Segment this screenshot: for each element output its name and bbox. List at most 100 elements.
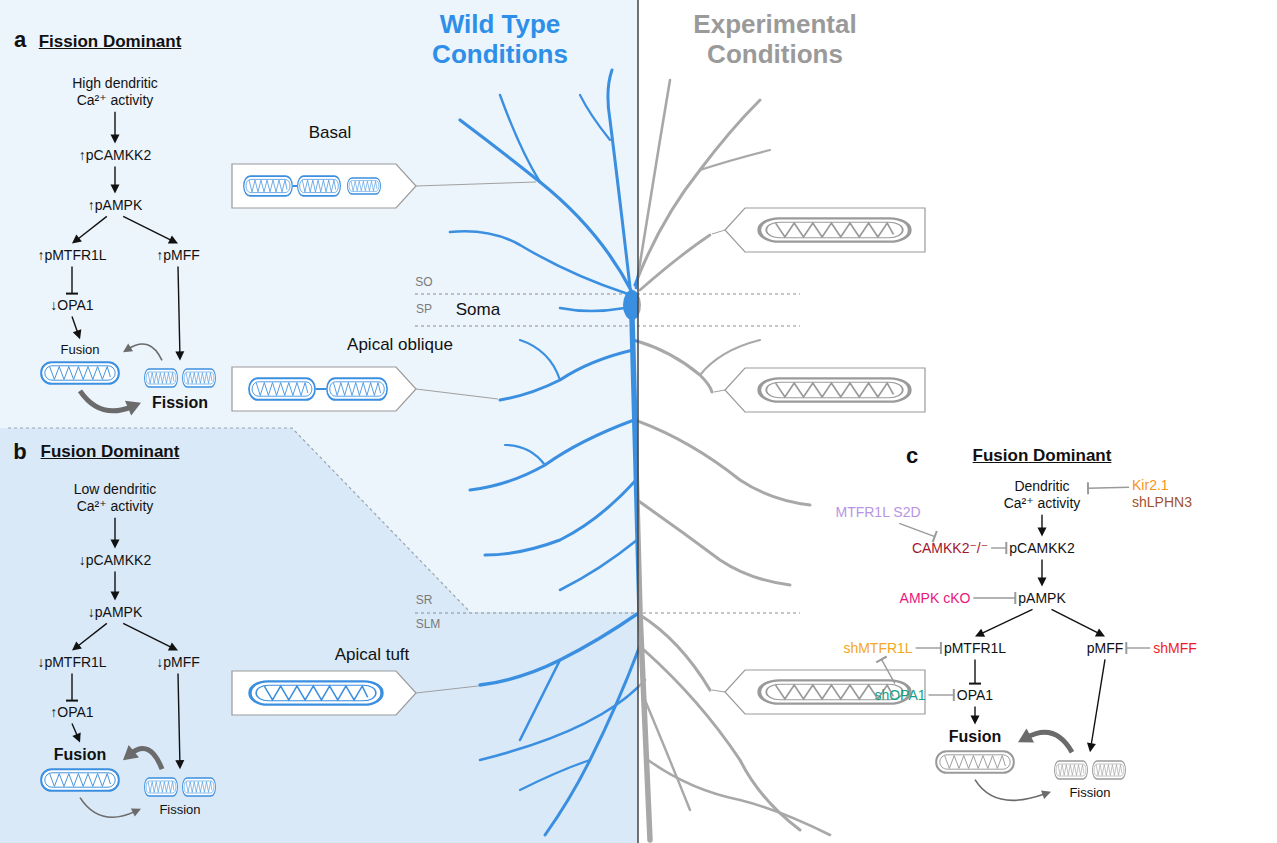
connector-line bbox=[71, 673, 72, 700]
connector bbox=[111, 571, 120, 600]
connector-line bbox=[114, 571, 115, 594]
node-text: MTFR1L S2D bbox=[835, 504, 920, 521]
node-text: ↑OPA1 bbox=[50, 704, 93, 721]
arrowhead bbox=[1095, 629, 1105, 637]
connector bbox=[1018, 728, 1072, 752]
connector-line bbox=[1041, 559, 1042, 580]
mitochondria-icon bbox=[1054, 757, 1126, 783]
inhibition-bar bbox=[940, 642, 942, 654]
node-text: Fusion bbox=[40, 342, 120, 358]
pathway-node: Fission bbox=[144, 363, 216, 412]
connector bbox=[971, 706, 980, 724]
node-text: Fission bbox=[144, 802, 216, 818]
connector bbox=[72, 723, 81, 742]
connector-line bbox=[80, 391, 132, 411]
mitochondrion bbox=[145, 369, 178, 387]
arrowhead bbox=[168, 643, 178, 651]
pathway-node: pMTFR1L bbox=[944, 640, 1006, 657]
mitochondria-icon bbox=[40, 767, 120, 793]
connector-line bbox=[981, 609, 1033, 634]
arrowhead bbox=[125, 401, 141, 416]
pathway-node: Fusion bbox=[40, 745, 120, 794]
mitochondria-callouts bbox=[232, 164, 925, 715]
pathway-node: ↑pMFF bbox=[156, 247, 200, 264]
connector bbox=[929, 689, 954, 701]
pathway-node: Fusion bbox=[935, 727, 1015, 776]
condition-heading: Experimental Conditions bbox=[673, 10, 878, 70]
connector-line bbox=[973, 597, 1015, 598]
connector bbox=[975, 609, 1033, 636]
panel-letter: c bbox=[906, 443, 918, 468]
pathway-node: shMTFR1L bbox=[843, 640, 912, 657]
node-text: ↓pAMPK bbox=[88, 604, 142, 621]
pathway-node: ↓OPA1 bbox=[50, 297, 93, 314]
condition-divider bbox=[637, 0, 639, 843]
pathway-node: OPA1 bbox=[957, 687, 993, 704]
connector bbox=[66, 266, 78, 293]
node-text: High dendritic Ca²⁺ activity bbox=[61, 75, 169, 109]
connector bbox=[123, 623, 178, 650]
connector bbox=[1038, 559, 1047, 586]
node-text: ↓OPA1 bbox=[50, 297, 93, 314]
arrowhead bbox=[111, 592, 120, 601]
node-text: Dendritic Ca²⁺ activity bbox=[999, 478, 1085, 512]
pathway-node: Fission bbox=[1054, 755, 1126, 801]
inhibition-bar bbox=[876, 657, 887, 663]
arrowhead bbox=[73, 329, 82, 339]
pathway-node: High dendritic Ca²⁺ activity bbox=[61, 75, 169, 109]
inhibition-bar bbox=[1014, 592, 1016, 604]
connector-line bbox=[77, 623, 107, 646]
region-label: Apical oblique bbox=[347, 335, 453, 355]
connector-line bbox=[123, 216, 172, 240]
inhibition-bar bbox=[66, 700, 78, 702]
mitochondrion bbox=[936, 751, 1014, 773]
pathway-node: ↑pCAMKK2 bbox=[79, 147, 151, 164]
connector-line bbox=[1091, 659, 1105, 746]
connector-line bbox=[114, 166, 115, 187]
connector-line bbox=[991, 547, 1006, 548]
pathway-node: CAMKK2⁻/⁻ bbox=[912, 540, 988, 557]
region-label: Apical tuft bbox=[335, 645, 410, 665]
node-text: ↑pMTFR1L bbox=[37, 247, 106, 264]
node-text: ↑pMFF bbox=[156, 247, 200, 264]
connector-line bbox=[882, 659, 895, 683]
node-text: pCAMKK2 bbox=[1009, 540, 1074, 557]
connector bbox=[72, 316, 81, 339]
arrowhead bbox=[1038, 578, 1047, 587]
connector bbox=[1126, 642, 1150, 654]
node-text: AMPK cKO bbox=[900, 590, 971, 607]
connector-line bbox=[1052, 609, 1100, 633]
connector bbox=[916, 642, 941, 654]
pathway-node: ↑pAMPK bbox=[88, 197, 142, 214]
pathway-node: Fission bbox=[144, 772, 216, 818]
node-text: OPA1 bbox=[957, 687, 993, 704]
pathway-node: ↓pAMPK bbox=[88, 604, 142, 621]
arrowhead bbox=[175, 760, 184, 769]
node-text: Kir2.1 bbox=[1132, 477, 1192, 494]
pathway-node: MTFR1L S2D bbox=[835, 504, 920, 521]
connector-line bbox=[123, 623, 172, 647]
layer-label: SLM bbox=[416, 618, 441, 632]
panel-title: Fusion Dominant bbox=[41, 442, 180, 462]
connector-line bbox=[114, 112, 115, 138]
connector-line bbox=[131, 749, 162, 770]
connector bbox=[1087, 659, 1105, 752]
connector bbox=[991, 542, 1006, 554]
node-text: Fusion bbox=[40, 745, 120, 764]
arrowhead bbox=[123, 344, 133, 353]
connector-line bbox=[178, 673, 180, 763]
connector-line bbox=[178, 266, 180, 354]
connector bbox=[111, 112, 120, 144]
panel-letter: a bbox=[14, 27, 26, 52]
mitochondria-icon bbox=[144, 365, 216, 391]
connector bbox=[876, 657, 895, 684]
arrowhead bbox=[975, 629, 985, 637]
connector bbox=[1088, 482, 1129, 494]
connector bbox=[123, 344, 162, 361]
connector bbox=[175, 266, 184, 360]
region-label: Soma bbox=[456, 300, 500, 320]
pathway-node: pAMPK bbox=[1018, 590, 1065, 607]
connector bbox=[72, 216, 107, 243]
mitochondrion bbox=[145, 778, 178, 796]
